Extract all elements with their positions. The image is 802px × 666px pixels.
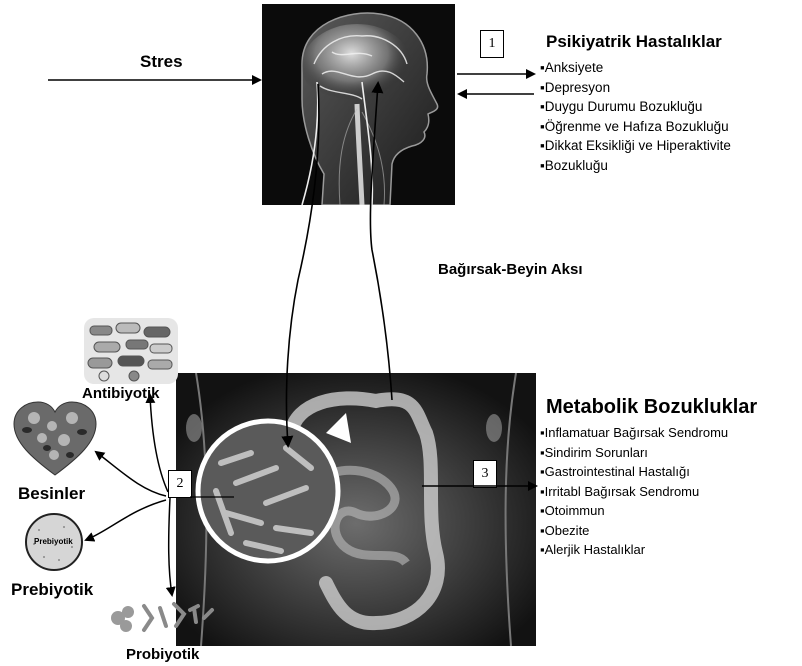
brain-to-gut-arrow: [286, 84, 318, 445]
to-foods-arrow: [96, 452, 166, 496]
to-antibiotic-arrow: [150, 395, 168, 492]
gut-to-brain-arrow: [370, 84, 392, 400]
to-prebiotic-arrow: [86, 500, 166, 540]
to-probiotic-arrow: [169, 498, 172, 595]
